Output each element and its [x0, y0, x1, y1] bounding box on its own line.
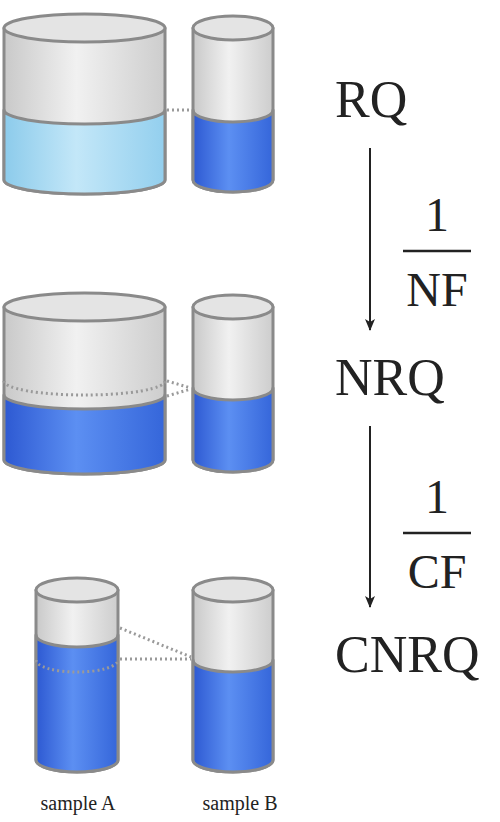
sample-label: sample B	[203, 793, 278, 813]
cylinder-body	[4, 28, 165, 194]
level-guide	[167, 389, 191, 396]
level-guide	[167, 381, 191, 388]
term-text: CNRQ	[335, 629, 479, 681]
level-guide	[167, 109, 191, 112]
quantity-term: RQ	[333, 74, 409, 126]
cylinder-body	[193, 307, 273, 472]
flow-arrow	[369, 148, 371, 330]
cylinder-top	[4, 293, 165, 321]
quantity-term: NRQ	[333, 352, 447, 404]
liquid	[4, 110, 165, 194]
liquid	[193, 388, 273, 472]
level-guide	[120, 628, 191, 657]
level-guide	[120, 658, 191, 661]
quantity-term: CNRQ	[333, 629, 481, 681]
fraction-term: CF	[408, 548, 467, 596]
liquid	[193, 110, 273, 192]
cylinder-top	[36, 578, 118, 602]
flow-arrow	[369, 426, 371, 607]
level-guide	[36, 660, 118, 672]
cylinder-body	[4, 307, 165, 474]
term-text: RQ	[335, 74, 407, 126]
cylinder-body	[36, 590, 118, 772]
liquid	[193, 660, 273, 772]
cylinder-top	[193, 16, 273, 40]
fraction-term: NF	[406, 266, 467, 314]
cylinder-top	[193, 295, 273, 319]
cylinder-top	[193, 578, 273, 602]
level-guide	[4, 381, 165, 395]
liquid	[36, 635, 118, 772]
sample-label: sample A	[41, 793, 116, 813]
cylinder-body	[193, 590, 273, 772]
cylinder-body	[193, 28, 273, 192]
fraction-term: 1	[425, 473, 449, 521]
fraction-bar	[403, 532, 471, 535]
term-text: NRQ	[335, 352, 445, 404]
fraction-bar	[403, 250, 471, 253]
liquid	[4, 395, 165, 474]
cylinder-top	[4, 14, 165, 42]
fraction-term: 1	[425, 191, 449, 239]
